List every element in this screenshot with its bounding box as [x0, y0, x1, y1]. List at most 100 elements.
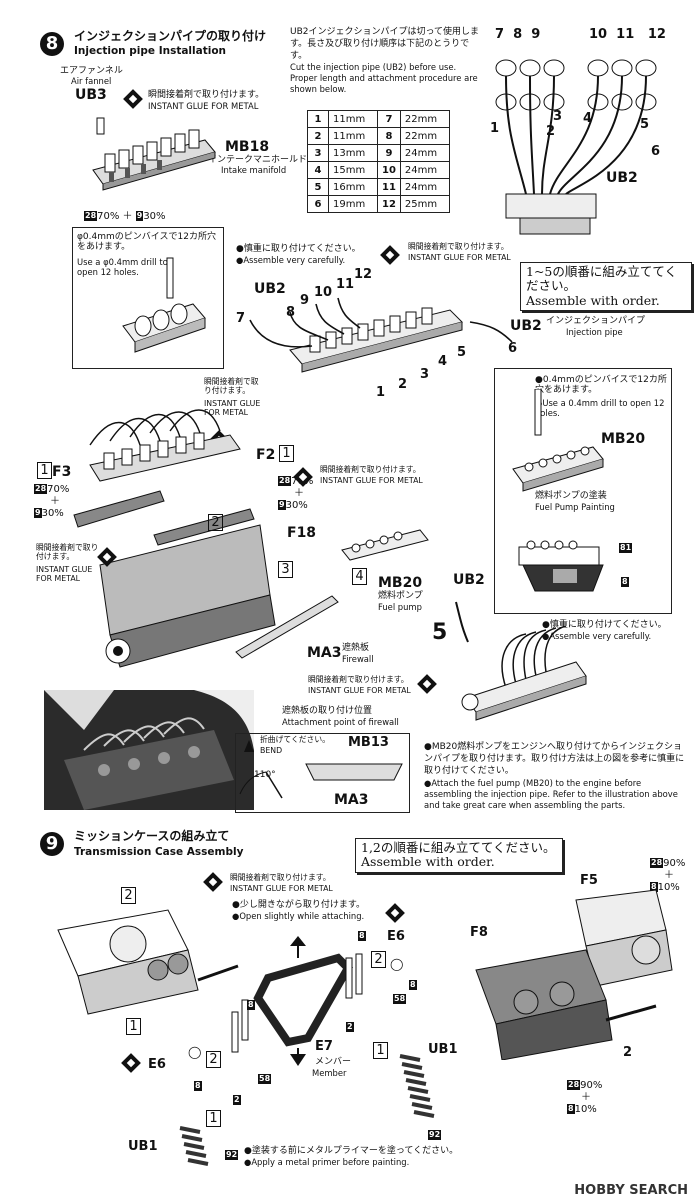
- pipe-mid-4: 4: [438, 354, 448, 369]
- order-callout-jp: 1~5の順番に組み立ててください。: [526, 264, 678, 294]
- careful2-note-en: ●Assemble very carefully.: [542, 631, 652, 641]
- intake-manifold-drawing: [92, 117, 216, 191]
- drill-note-en: Use a φ0.4mm drill to open 12 holes.: [77, 257, 168, 277]
- order-callout-1-5: 1~5の順番に組み立ててください。 Assemble with order.: [520, 262, 692, 312]
- watermark-logo: HOBBY SEARCH: [574, 1183, 688, 1198]
- glue-9-en: INSTANT GLUE FOR METAL: [230, 884, 333, 893]
- pipe-number-cell: 11: [377, 178, 401, 196]
- fuel-pump-pipes-drawing: [455, 601, 587, 721]
- glue-icon: [123, 89, 143, 109]
- color-28-chip: 28: [84, 211, 98, 221]
- step-8-badge: 8: [40, 32, 64, 56]
- glue-9-jp: 瞬間接着剤で取り付けます。: [230, 873, 331, 882]
- open-note-en: ●Open slightly while attaching.: [232, 911, 365, 921]
- ma3-label: MA3: [307, 645, 342, 661]
- pipe-length-cell: 22mm: [399, 110, 450, 128]
- mb18-label: MB18: [225, 139, 270, 155]
- f5-label: F5: [580, 873, 598, 888]
- step-8-title-en: Injection pipe Installation: [74, 45, 227, 57]
- pipe-install-drawing: [249, 297, 513, 373]
- bend-icon: [244, 740, 254, 752]
- glue-label-4-en: INSTANT GLUE FOR METAL: [320, 476, 423, 485]
- firewall-drawing: [235, 595, 339, 659]
- ub2-label-right: UB2: [510, 318, 542, 334]
- chip-58-b: 58: [258, 1074, 272, 1084]
- fuel-pump-small-drawing: [341, 529, 429, 561]
- bend-drawing: [239, 763, 403, 799]
- fuel-pump-drill-drawing: [512, 389, 604, 492]
- order-callout-en: Assemble with order.: [526, 292, 660, 308]
- order-marker-9-1a: 1: [126, 1018, 141, 1035]
- open-note-jp: ●少し開きながら取り付けます。: [232, 900, 365, 910]
- glue-label-6-en: INSTANT GLUE FOR METAL: [308, 686, 411, 695]
- mb20-note-en: ●Attach the fuel pump (MB20) to the engi…: [424, 778, 678, 810]
- glue-label-5-jp: 瞬間接着剤で取り付けます。: [36, 543, 99, 561]
- f3-color-mix: 2870%: [34, 484, 70, 495]
- chip-8-b: 8: [409, 980, 417, 990]
- glue-icon-9: [203, 872, 223, 892]
- pipe-number-cell: 4: [307, 161, 329, 179]
- pipe-length-cell: 25mm: [399, 195, 450, 213]
- order-marker-1b: 1: [279, 445, 294, 462]
- pipe-number-cell: 6: [307, 195, 329, 213]
- order-callout-1-2: 1,2の順番に組み立ててください。 Assemble with order.: [355, 838, 563, 873]
- fuel-pump-paint-drawing: [518, 540, 604, 592]
- pipe-label-4: 4: [583, 111, 593, 126]
- pipe-mid-10: 10: [314, 285, 333, 300]
- pipe-number-cell: 10: [377, 161, 401, 179]
- attach-point-jp: 遮熱板の取り付け位置: [282, 706, 373, 716]
- pipe-label-5: 5: [640, 117, 650, 132]
- glue-icon-6: [417, 674, 437, 694]
- primer-note-en: ●Apply a metal primer before painting.: [244, 1157, 410, 1167]
- engine-reference-photo: [44, 690, 254, 810]
- f2-plus: ＋: [294, 488, 304, 499]
- pipe-number-cell: 7: [377, 110, 401, 128]
- pipe-note-jp: UB2インジェクションパイプは切って使用します。長さ及び取り付け順序は下記のとう…: [290, 27, 480, 62]
- pipe-number-cell: 3: [307, 144, 329, 162]
- member-jp: メンバー: [315, 1057, 352, 1067]
- spring-right-drawing: [399, 1054, 435, 1118]
- drill-detail-box: φ0.4mmのピンバイスで12カ所穴をあけます。 Use a φ0.4mm dr…: [72, 227, 224, 369]
- glue-label-3-en: INSTANT GLUE FOR METAL: [204, 399, 261, 417]
- pipe-number-cell: 5: [307, 178, 329, 196]
- f2-color-mix-2: 930%: [278, 500, 308, 511]
- step5-number: 5: [432, 620, 448, 645]
- e6-label-left: E6: [148, 1057, 166, 1072]
- glue-label-4-jp: 瞬間接着剤で取り付けます。: [320, 465, 421, 474]
- glue-label-5-en: INSTANT GLUE FOR METAL: [36, 565, 93, 583]
- pipe-mid-1: 1: [376, 385, 386, 400]
- part-2-label: 2: [623, 1045, 633, 1060]
- pipe-numbers-top: 7 8 9: [495, 27, 541, 42]
- f8-color-2: 810%: [567, 1104, 597, 1115]
- engine-assembly-drawing: [73, 409, 276, 668]
- order-marker-1a: 1: [37, 462, 52, 479]
- f18-label: F18: [287, 525, 317, 541]
- glue-label-6-jp: 瞬間接着剤で取り付けます。: [308, 675, 409, 684]
- pipe-label-2: 2: [546, 124, 556, 139]
- member-en: Member: [312, 1068, 347, 1078]
- f5-color-1: 2890%: [650, 858, 686, 869]
- bend-label-en: BEND: [260, 746, 283, 755]
- ub2-label-step5: UB2: [453, 572, 485, 588]
- e6-ring-right: ◯: [390, 957, 404, 971]
- color-28-pct: 70%: [97, 211, 120, 222]
- step-8-title-jp: インジェクションパイプの取り付け: [74, 29, 267, 43]
- intake-label-jp: インテークマニホールド: [208, 155, 308, 165]
- pipe-numbers-top-right: 10 11 12: [589, 27, 666, 42]
- glue-label-jp: 瞬間接着剤で取り付けます。: [148, 90, 265, 100]
- pipe-length-cell: 19mm: [328, 195, 378, 213]
- chip-8-d: 8: [194, 1081, 202, 1091]
- chip-92-right: 92: [428, 1130, 442, 1140]
- ub2-label-top: UB2: [606, 170, 638, 186]
- order-marker-9-2c: 2: [206, 1051, 221, 1068]
- pipe-mid-7: 7: [236, 311, 246, 326]
- drill-note-jp: φ0.4mmのピンバイスで12カ所穴をあけます。: [77, 232, 216, 253]
- step-9-title-en: Transmission Case Assembly: [74, 846, 244, 858]
- glue-label-2-en: INSTANT GLUE FOR METAL: [408, 253, 511, 262]
- pipe-length-cell: 24mm: [399, 161, 450, 179]
- e7-label: E7: [315, 1039, 333, 1054]
- pipe-mid-3: 3: [420, 367, 430, 382]
- pipe-number-cell: 1: [307, 110, 329, 128]
- mb13-label: MB13: [348, 735, 389, 750]
